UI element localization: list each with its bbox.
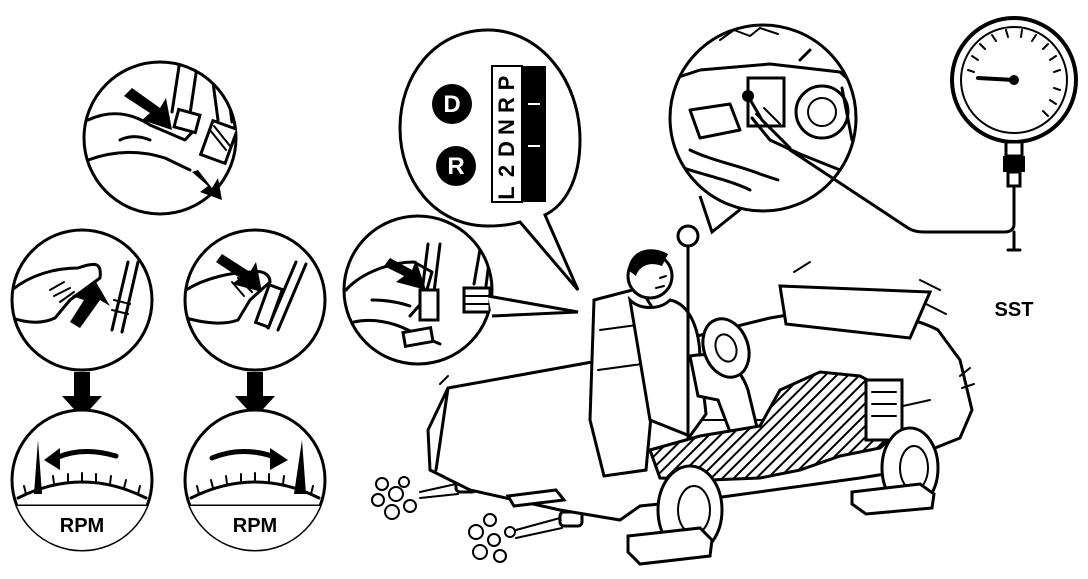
shift-position-r: R (494, 97, 519, 113)
brake-pedal-pressed-inset (342, 214, 579, 366)
shift-position-n: N (494, 119, 519, 135)
accelerator-pressed-inset (183, 228, 327, 372)
shift-position-2: 2 (494, 165, 519, 177)
rpm-label-right: RPM (233, 515, 277, 537)
sst-label: SST (995, 299, 1034, 321)
right-arrow-icon (270, 448, 288, 470)
shift-position-l: L (494, 186, 519, 199)
press-arrow-icon (192, 170, 222, 200)
press-arrow-icon (384, 258, 426, 290)
exhaust-smoke-icon (371, 476, 563, 563)
pressure-gauge-sst: SST (788, 16, 1078, 321)
down-arrow-icon (62, 372, 102, 418)
drive-mode-label: D (443, 91, 460, 118)
engine-connection-inset (668, 23, 858, 235)
tach-needle (294, 440, 306, 494)
release-arrow-icon (70, 282, 110, 328)
accelerator-released-inset (10, 228, 154, 372)
shift-gate (522, 66, 546, 202)
rpm-label-left: RPM (60, 515, 104, 537)
tach-needle (34, 440, 42, 494)
drive-mode-icon (432, 84, 472, 124)
press-arrow-icon (124, 88, 172, 130)
down-arrow-icon (235, 372, 275, 418)
press-arrow-icon (216, 254, 262, 292)
left-arrow-icon (44, 448, 60, 470)
shift-position-d: D (494, 141, 519, 157)
reverse-mode-icon (436, 146, 476, 186)
shift-position-p: P (494, 76, 519, 91)
tachometer-left: RPM (10, 408, 154, 552)
reverse-mode-label: R (447, 153, 464, 180)
tachometer-right: RPM (183, 408, 327, 552)
car-on-blocks (371, 224, 975, 566)
brake-and-accelerator-inset (82, 60, 238, 216)
